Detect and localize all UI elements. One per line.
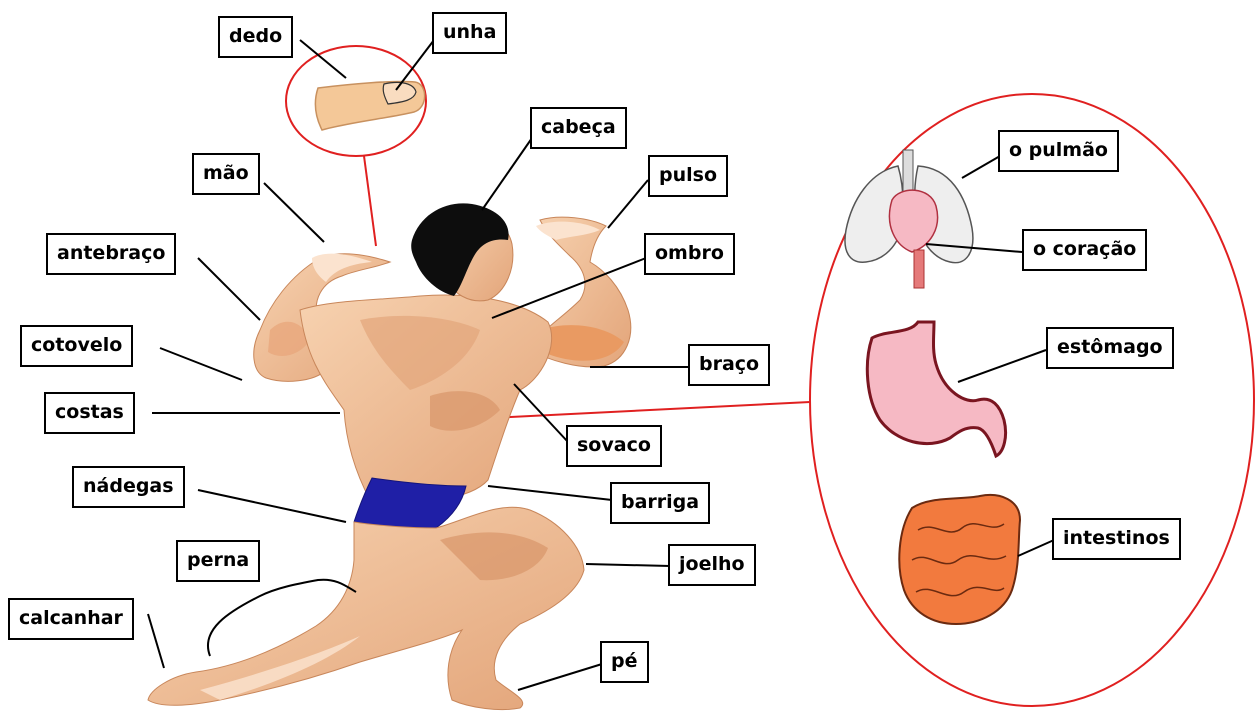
label-cabeca: cabeça bbox=[530, 107, 627, 149]
intestines-icon bbox=[899, 495, 1020, 624]
label-estomago: estômago bbox=[1046, 327, 1174, 369]
label-mao: mão bbox=[192, 153, 260, 195]
label-joelho: joelho bbox=[668, 544, 756, 586]
label-barriga: barriga bbox=[610, 482, 710, 524]
label-antebraco: antebraço bbox=[46, 233, 176, 275]
label-coracao: o coração bbox=[1022, 229, 1147, 271]
finger-callout-line bbox=[364, 156, 376, 246]
label-pulso: pulso bbox=[648, 155, 728, 197]
label-sovaco: sovaco bbox=[566, 425, 662, 467]
label-perna: perna bbox=[176, 540, 260, 582]
trunks bbox=[354, 478, 466, 528]
label-ombro: ombro bbox=[644, 233, 735, 275]
label-braco: braço bbox=[688, 344, 770, 386]
label-costas: costas bbox=[44, 392, 135, 434]
label-nadegas: nádegas bbox=[72, 466, 185, 508]
lungs-heart-icon bbox=[845, 150, 973, 288]
finger-icon bbox=[315, 81, 424, 130]
label-unha: unha bbox=[432, 12, 507, 54]
label-pulmao: o pulmão bbox=[998, 130, 1119, 172]
label-intestinos: intestinos bbox=[1052, 518, 1181, 560]
label-dedo: dedo bbox=[218, 16, 293, 58]
label-cotovelo: cotovelo bbox=[20, 325, 133, 367]
label-pe: pé bbox=[600, 641, 649, 683]
label-calcanhar: calcanhar bbox=[8, 598, 134, 640]
stomach-icon bbox=[867, 322, 1005, 456]
